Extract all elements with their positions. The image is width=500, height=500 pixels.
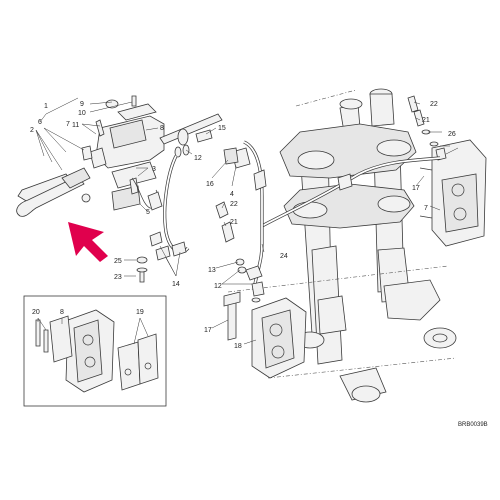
line-fittings bbox=[235, 258, 265, 303]
callout-12-top: 12 bbox=[194, 155, 202, 162]
callout-21-mid: 21 bbox=[230, 219, 238, 226]
leader-lines bbox=[35, 97, 459, 345]
callout-15: 15 bbox=[218, 125, 226, 132]
callout-18: 18 bbox=[234, 343, 242, 350]
callout-19: 19 bbox=[136, 309, 144, 316]
handlebar-end bbox=[177, 128, 189, 146]
callout-26: 26 bbox=[448, 131, 456, 138]
callout-25: 25 bbox=[114, 258, 122, 265]
callout-16: 16 bbox=[206, 181, 214, 188]
callout-7-right: 7 bbox=[424, 205, 428, 212]
callout-11: 11 bbox=[72, 122, 79, 129]
callout-22-mid: 22 bbox=[230, 201, 238, 208]
callout-17-low: 17 bbox=[204, 327, 212, 334]
drawing-code: BRB0039B bbox=[458, 422, 488, 428]
hose-bracket bbox=[223, 147, 251, 169]
callout-4: 4 bbox=[230, 191, 234, 198]
callout-13: 13 bbox=[208, 267, 216, 274]
right-brake-line bbox=[261, 95, 447, 228]
callout-8-inset: 8 bbox=[60, 309, 64, 316]
callout-5: 5 bbox=[146, 209, 150, 216]
handlebar bbox=[159, 113, 223, 145]
right-brake-caliper bbox=[419, 139, 487, 247]
callout-1: 1 bbox=[44, 103, 48, 110]
callout-20: 20 bbox=[32, 309, 40, 316]
callout-23: 23 bbox=[114, 274, 122, 281]
callout-17-right: 17 bbox=[412, 185, 420, 192]
callout-12-low: 12 bbox=[214, 283, 222, 290]
master-cylinder-assembly bbox=[16, 95, 165, 217]
callout-22-right: 22 bbox=[430, 101, 438, 108]
callout-10: 10 bbox=[78, 110, 86, 117]
callout-14: 14 bbox=[172, 281, 180, 288]
inset-brake-pads bbox=[23, 295, 167, 407]
highlight-arrow bbox=[68, 222, 108, 262]
callout-21-right: 21 bbox=[422, 117, 430, 124]
callout-3: 3 bbox=[152, 166, 156, 173]
callout-labels: 1 2 3 4 5 6 7 8 9 10 11 12 12 13 14 15 1… bbox=[30, 101, 488, 428]
callout-2: 2 bbox=[30, 127, 34, 134]
callout-7-left: 7 bbox=[66, 121, 70, 128]
callout-9: 9 bbox=[80, 101, 84, 108]
fork-assembly bbox=[227, 88, 457, 403]
small-fasteners bbox=[136, 231, 187, 283]
left-brake-caliper bbox=[223, 291, 307, 379]
callout-24: 24 bbox=[280, 253, 288, 260]
callout-6: 6 bbox=[38, 119, 42, 126]
callout-8-top: 8 bbox=[160, 125, 164, 132]
